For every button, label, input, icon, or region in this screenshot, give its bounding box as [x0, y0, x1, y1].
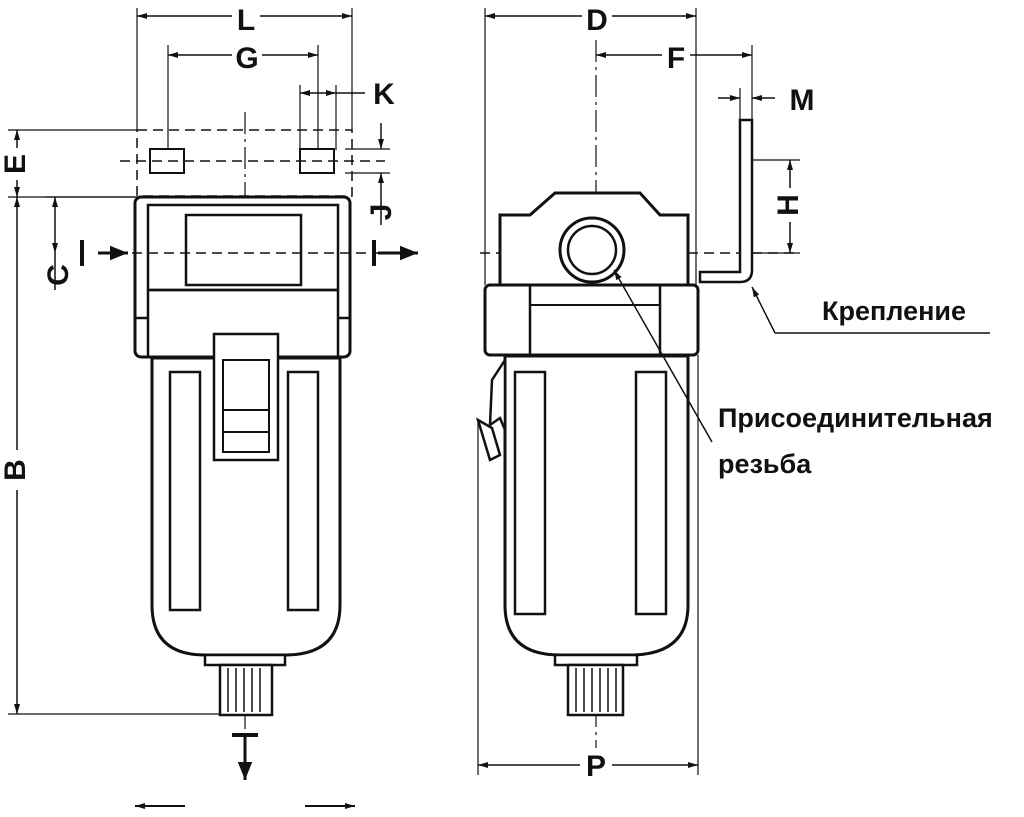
side-drain: [566, 663, 625, 717]
side-view: D F M H P Крепление Присоединительная ре…: [475, 2, 993, 783]
side-latch: [488, 355, 507, 431]
side-head: [483, 283, 700, 357]
mount-label: Крепление: [822, 296, 966, 326]
dim-label-K: K: [373, 78, 395, 111]
dim-label-L: L: [237, 4, 255, 37]
mount-leader: [751, 286, 776, 334]
bowl-window-left: [168, 370, 202, 612]
connection-thread: [558, 216, 626, 284]
front-port-window: [184, 213, 303, 287]
thread-label-line1: Присоединительная: [718, 403, 993, 433]
dim-label-B: B: [0, 459, 32, 481]
dim-label-E: E: [0, 154, 32, 174]
thread-label-line2: резьба: [718, 449, 812, 479]
dim-label-G: G: [235, 42, 258, 75]
dim-label-J: J: [365, 204, 398, 221]
front-view: L G K E J C B: [0, 2, 418, 809]
dim-label-F: F: [667, 42, 685, 75]
thread-leader: [613, 269, 713, 443]
dim-label-C: C: [42, 264, 75, 286]
front-lock-tab: [212, 332, 280, 462]
dim-label-M: M: [790, 84, 815, 117]
mounting-bracket: [698, 118, 754, 284]
front-drain-collar: [203, 653, 287, 667]
dim-label-P: P: [586, 750, 606, 783]
side-window-right: [634, 370, 668, 616]
dim-label-D: D: [586, 4, 608, 37]
side-window-left: [513, 370, 547, 616]
bowl-window-right: [286, 370, 320, 612]
dim-label-H: H: [772, 194, 805, 216]
